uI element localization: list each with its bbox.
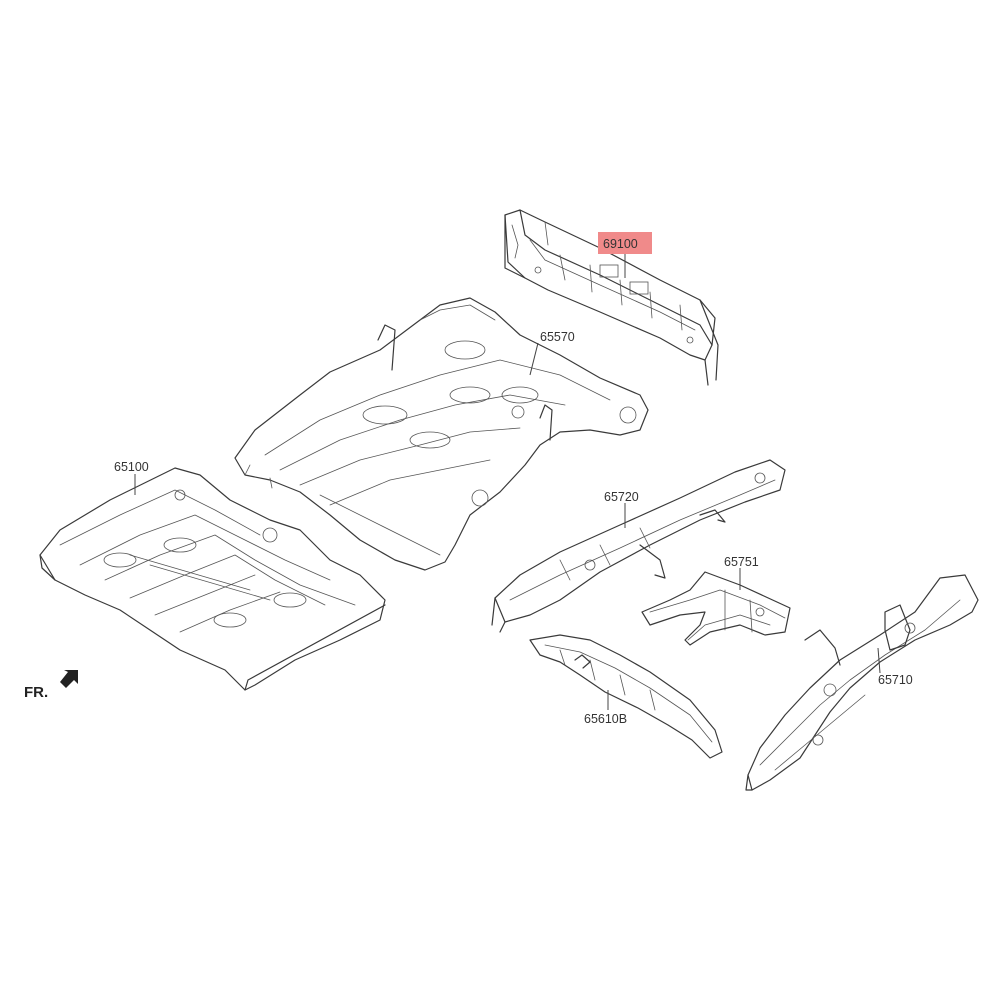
callout-69100[interactable]: 69100 <box>603 237 638 251</box>
leader-lines <box>134 254 881 710</box>
leader-65570 <box>529 342 539 376</box>
part-65751-crossmember[interactable] <box>641 571 791 646</box>
callout-65720[interactable]: 65720 <box>604 490 639 504</box>
front-label: FR. <box>24 684 48 701</box>
part-65100-front-floor[interactable] <box>39 467 386 691</box>
arrow-down-left-icon <box>60 670 78 688</box>
callout-65570[interactable]: 65570 <box>540 330 575 344</box>
callout-65100[interactable]: 65100 <box>114 460 149 474</box>
part-65710-side-member[interactable] <box>745 574 979 791</box>
callout-65610b[interactable]: 65610B <box>584 712 627 726</box>
front-direction-marker: FR. <box>24 670 78 701</box>
callout-65710[interactable]: 65710 <box>878 673 913 687</box>
part-65610b-reinforcement[interactable] <box>529 634 723 759</box>
part-65570-rear-floor[interactable] <box>234 297 649 571</box>
leader-65710 <box>877 647 881 674</box>
highlight-box <box>598 232 652 254</box>
callouts: 69100 65570 65100 65720 65751 65710 6561… <box>114 232 913 726</box>
part-65720-rear-member[interactable] <box>491 459 786 633</box>
part-69100-rear-panel[interactable] <box>504 209 719 386</box>
callout-65751[interactable]: 65751 <box>724 555 759 569</box>
